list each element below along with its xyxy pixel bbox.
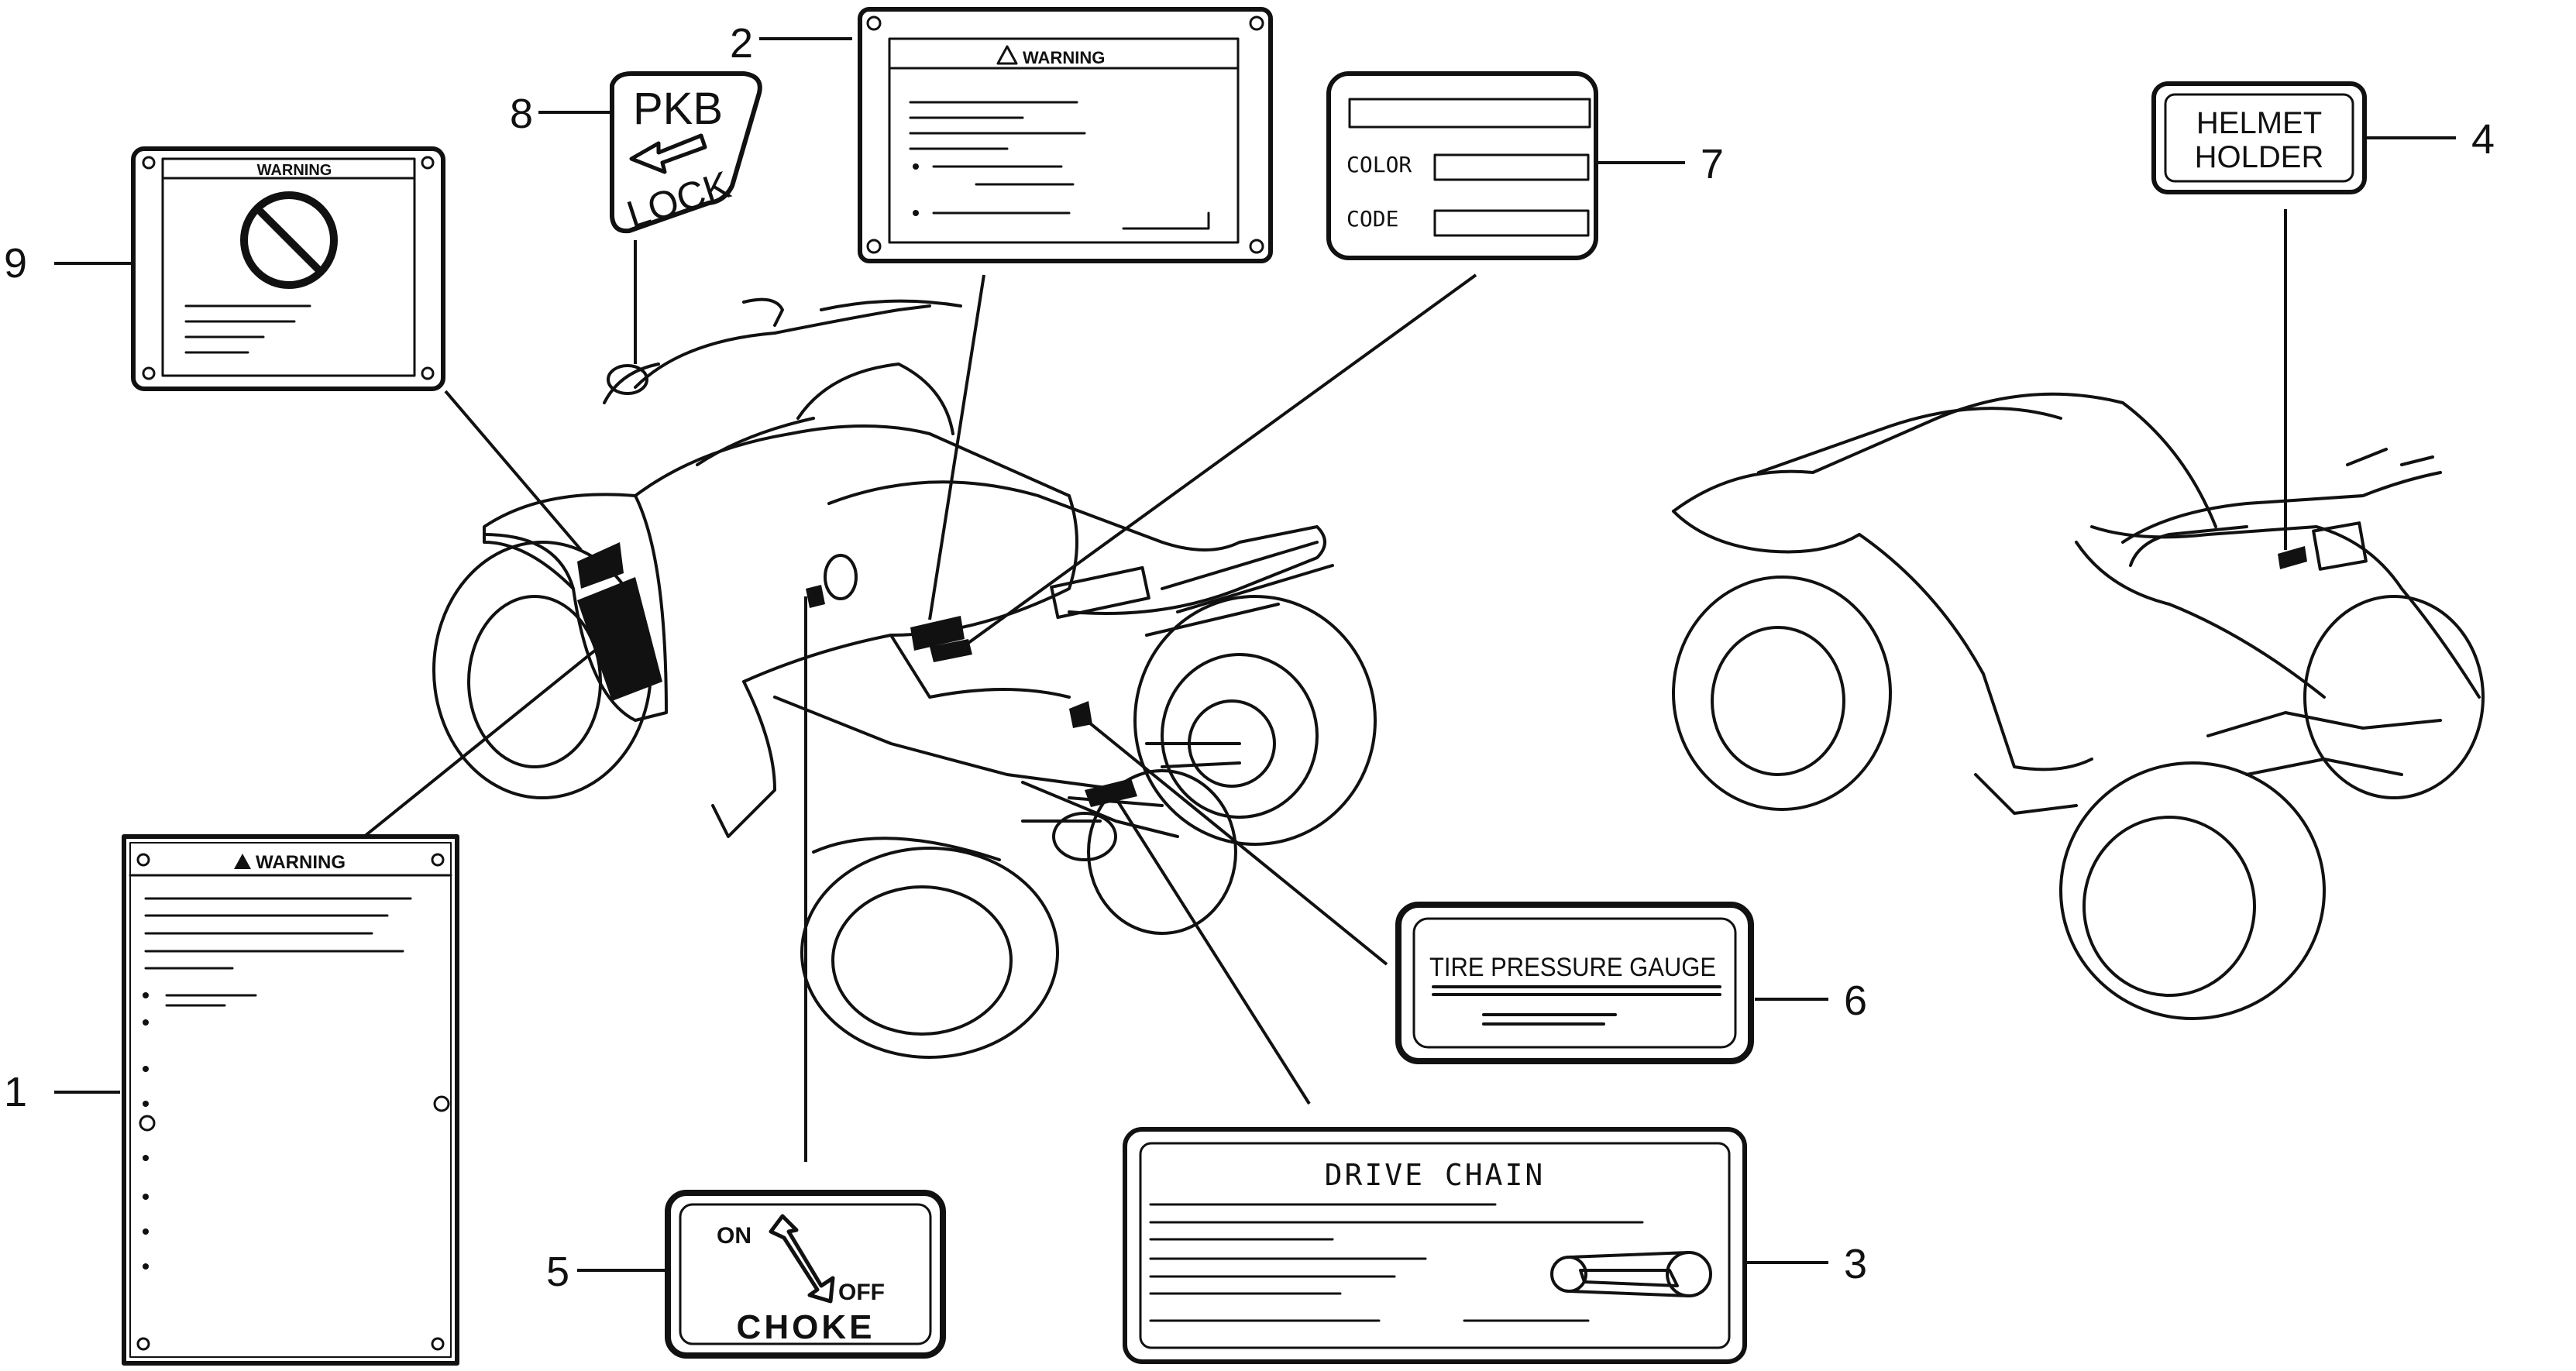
label-7-color-text: COLOR bbox=[1346, 152, 1412, 177]
callout-1: 1 bbox=[4, 1069, 27, 1115]
label-8-pkb-lock: PKB LOCK bbox=[610, 71, 762, 237]
atv-rear-view bbox=[1672, 392, 2485, 1020]
chain-adjuster-icon bbox=[1550, 1251, 1712, 1297]
callout-numbers: 1 2 3 4 5 6 7 8 9 bbox=[4, 20, 2495, 1295]
label-3-title-text: DRIVE CHAIN bbox=[1325, 1158, 1546, 1192]
arrow-icon bbox=[629, 133, 707, 174]
label-9-warning-text: WARNING bbox=[257, 162, 332, 179]
callout-9: 9 bbox=[4, 240, 27, 287]
label-locations-front bbox=[577, 542, 1137, 807]
label-4-helmet-holder: HELMET HOLDER bbox=[2151, 81, 2367, 194]
label-2-warning: WARNING bbox=[858, 7, 1273, 263]
label-7-code-text: CODE bbox=[1346, 206, 1398, 232]
callout-5: 5 bbox=[546, 1249, 569, 1295]
callout-4: 4 bbox=[2471, 116, 2495, 163]
atv-front-view bbox=[432, 297, 1377, 1059]
callout-2: 2 bbox=[730, 20, 753, 67]
label-6-tire-pressure-gauge: TIRE PRESSURE GAUGE bbox=[1395, 902, 1754, 1064]
callout-3: 3 bbox=[1844, 1241, 1867, 1287]
label-8-pkb-text: PKB bbox=[633, 84, 723, 134]
label-6-title-text: TIRE PRESSURE GAUGE bbox=[1429, 953, 1716, 982]
label-5-choke: ON OFF CHOKE bbox=[665, 1190, 946, 1359]
callout-8: 8 bbox=[510, 91, 533, 137]
label-1-warning-text: WARNING bbox=[256, 852, 346, 873]
label-7-color-code: COLOR CODE bbox=[1326, 71, 1598, 260]
warning-triangle-icon bbox=[234, 854, 251, 869]
leader-lines bbox=[54, 37, 2456, 1272]
label-4-holder-text: HOLDER bbox=[2195, 140, 2324, 174]
callout-6: 6 bbox=[1844, 978, 1867, 1024]
label-1-warning: WARNING bbox=[122, 834, 459, 1366]
label-5-off-text: OFF bbox=[838, 1280, 885, 1305]
label-8-lock-text: LOCK bbox=[622, 163, 736, 236]
label-5-on-text: ON bbox=[717, 1223, 751, 1249]
prohibition-icon bbox=[240, 191, 338, 289]
label-5-choke-text: CHOKE bbox=[737, 1308, 875, 1346]
label-location-rear bbox=[2278, 546, 2307, 569]
callout-7: 7 bbox=[1701, 141, 1724, 187]
warning-triangle-icon bbox=[996, 45, 1018, 65]
label-3-drive-chain: DRIVE CHAIN bbox=[1123, 1127, 1747, 1364]
label-4-helmet-text: HELMET bbox=[2196, 106, 2322, 140]
choke-arrow-icon bbox=[769, 1214, 835, 1304]
label-2-warning-text: WARNING bbox=[1023, 48, 1105, 67]
label-9-warning: WARNING bbox=[131, 146, 445, 391]
